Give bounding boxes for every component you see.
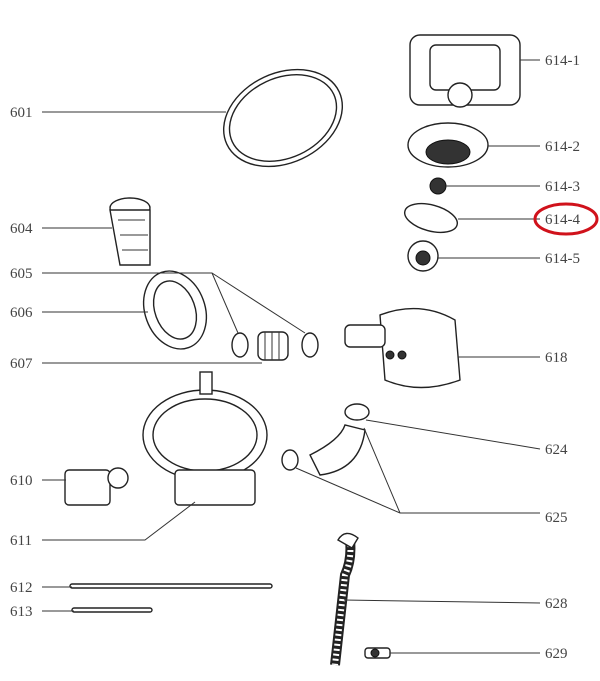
label-611: 611 [10,533,32,549]
label-624: 624 [545,442,568,458]
label-614-1: 614-1 [545,53,580,69]
label-612: 612 [10,580,33,596]
part-624-625-hose-clamps[interactable] [281,403,370,476]
label-604: 604 [10,221,33,237]
part-614-4-o-ring[interactable] [402,198,461,237]
label-618: 618 [545,350,568,366]
part-614-5-seal[interactable] [407,240,439,272]
highlight-circle [533,202,599,236]
part-628-hose[interactable] [330,532,359,666]
part-611-sump-tub[interactable] [142,371,268,506]
part-604-filter[interactable] [109,197,151,266]
label-610: 610 [10,473,33,489]
label-614-4: 614-4 [545,212,580,228]
leader-lines [42,59,541,654]
part-629-connector[interactable] [364,647,391,659]
part-614-2-housing[interactable] [407,122,489,168]
label-629: 629 [545,646,568,662]
part-601-gasket-ring[interactable] [208,51,358,185]
part-605-clamps[interactable] [231,332,319,358]
part-614-3-impeller[interactable] [429,177,447,195]
part-614-1-motor[interactable] [409,34,521,108]
label-601: 601 [10,105,33,121]
part-610-drain-pump[interactable] [64,467,129,506]
label-625: 625 [545,510,568,526]
label-606: 606 [10,305,33,321]
label-614-5: 614-5 [545,251,580,267]
label-613: 613 [10,604,33,620]
label-614-2: 614-2 [545,139,580,155]
part-612-rod[interactable] [69,583,273,589]
label-614-3: 614-3 [545,179,580,195]
part-607-connector[interactable] [257,331,289,361]
label-628: 628 [545,596,568,612]
part-613-rod[interactable] [71,607,153,613]
label-607: 607 [10,356,33,372]
label-605: 605 [10,266,33,282]
part-618-heater-sump[interactable] [344,307,461,389]
part-606-filter-frame[interactable] [133,262,217,358]
